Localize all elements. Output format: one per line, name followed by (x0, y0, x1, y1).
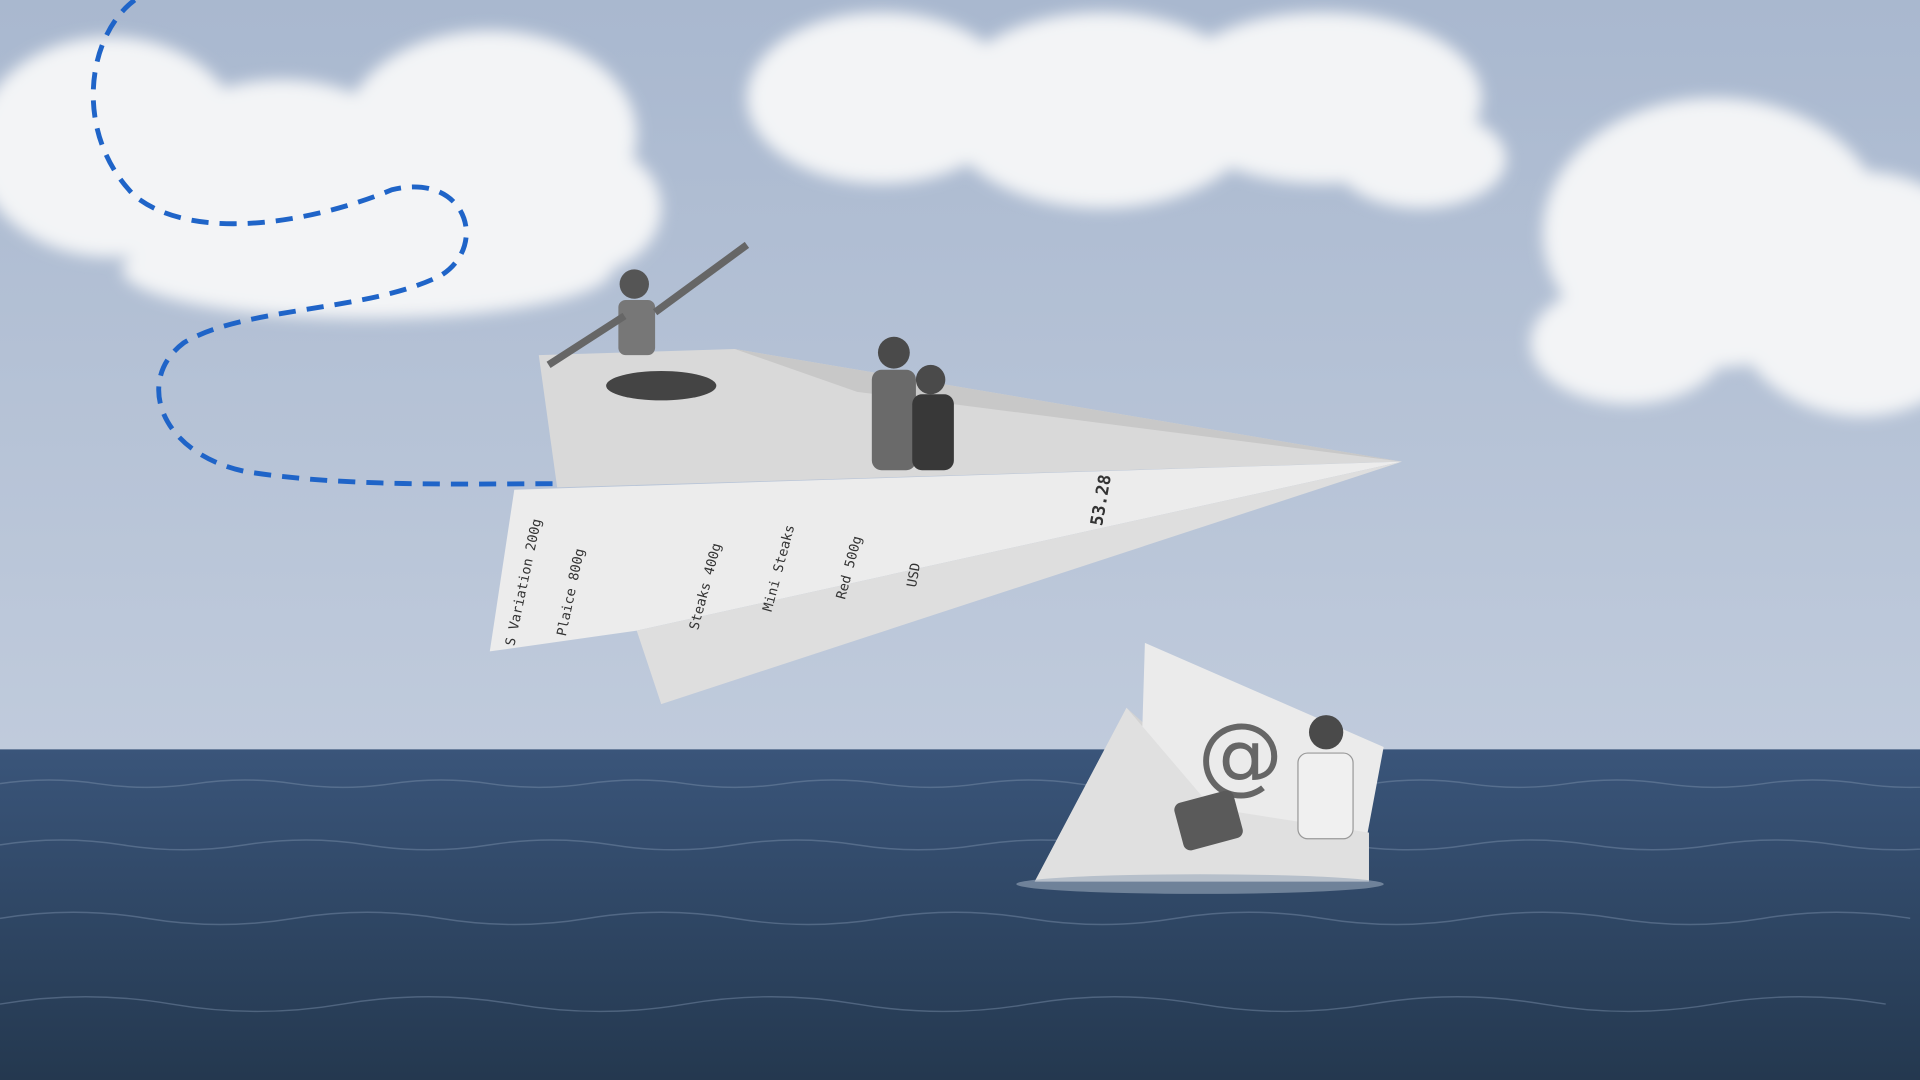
person-sitting-on-plane (546, 241, 750, 401)
woman-with-suitcase (1174, 715, 1354, 851)
waves (0, 779, 1920, 1013)
couple-on-plane (871, 336, 954, 471)
at-symbol-icon: @ (1198, 705, 1284, 805)
clouds (0, 12, 1920, 417)
suitcase (1174, 790, 1243, 851)
receipt-line: USD (905, 562, 924, 589)
sea (0, 749, 1920, 1080)
